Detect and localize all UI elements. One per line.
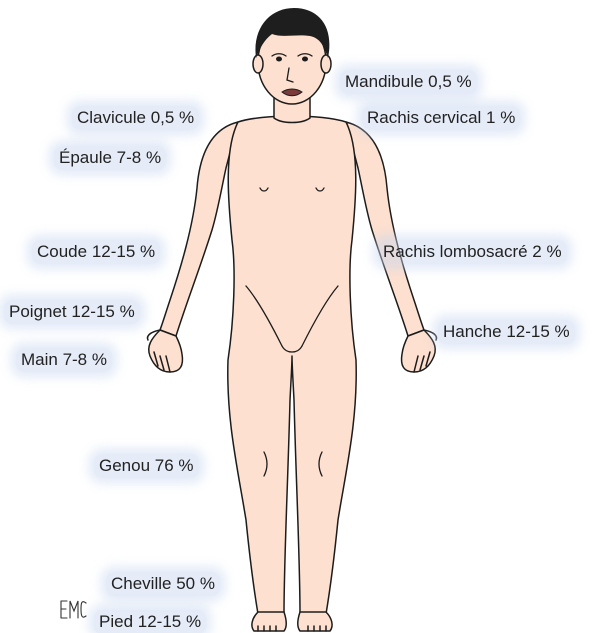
torso-legs	[228, 116, 356, 614]
emc-logo	[58, 598, 88, 622]
label-clavicule: Clavicule 0,5 %	[72, 106, 199, 130]
left-arm	[160, 122, 238, 336]
left-foot	[252, 612, 286, 631]
label-rachis-cervical: Rachis cervical 1 %	[362, 106, 520, 130]
label-epaule: Épaule 7-8 %	[54, 146, 166, 170]
label-main: Main 7-8 %	[16, 348, 112, 372]
right-hand	[402, 330, 436, 372]
right-arm	[346, 122, 424, 336]
label-hanche: Hanche 12-15 %	[438, 320, 575, 344]
label-coude: Coude 12-15 %	[32, 240, 160, 264]
label-genou: Genou 76 %	[94, 454, 199, 478]
label-pied: Pied 12-15 %	[94, 610, 206, 633]
label-cheville: Cheville 50 %	[106, 572, 220, 596]
right-foot	[298, 612, 332, 631]
left-hand	[149, 330, 183, 372]
label-rachis-lombosacre: Rachis lombosacré 2 %	[378, 240, 567, 264]
label-poignet: Poignet 12-15 %	[4, 300, 140, 324]
label-mandibule: Mandibule 0,5 %	[340, 70, 477, 94]
